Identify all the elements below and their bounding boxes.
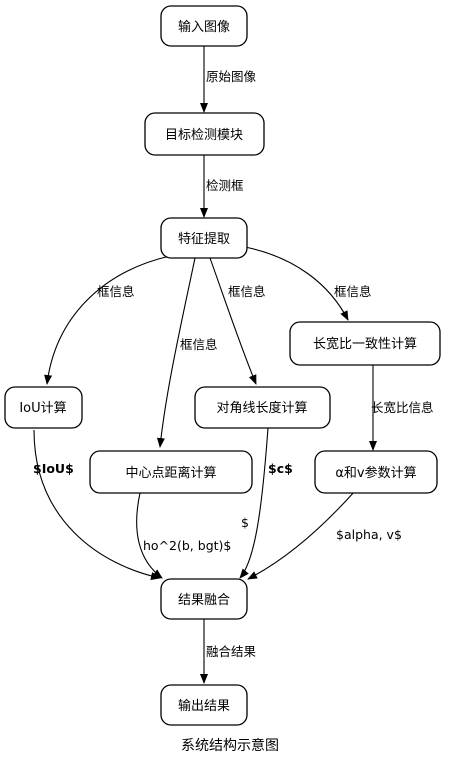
edge-label-diagonal-to-fusion: $c$ — [268, 461, 293, 476]
node-input-image-label: 输入图像 — [178, 19, 230, 35]
node-iou-label: IoU计算 — [19, 401, 66, 416]
node-output-label: 输出结果 — [178, 698, 230, 714]
edge-feature-to-iou — [44, 255, 171, 385]
edge-feature-to-aspect — [239, 245, 349, 321]
edge-label-iou-to-fusion: $IoU$ — [33, 461, 74, 476]
node-fusion-label: 结果融合 — [178, 593, 230, 608]
node-fusion: 结果融合 — [160, 578, 248, 620]
node-diagonal: 对角线长度计算 — [194, 386, 331, 429]
edge-label-detection-to-feature: 检测框 — [206, 178, 244, 193]
edge-label-feature-to-aspect: 框信息 — [334, 284, 372, 299]
node-alpha-v-label: α和v参数计算 — [335, 465, 416, 481]
node-aspect-ratio-label: 长宽比一致性计算 — [313, 336, 417, 352]
edge-label-center-to-fusion-2: ho^2(b, bgt)$ — [143, 538, 231, 553]
edge-center-to-fusion — [136, 492, 163, 579]
edge-feature-to-center — [156, 257, 196, 448]
node-output: 输出结果 — [160, 684, 248, 726]
node-feature-label: 特征提取 — [178, 231, 230, 247]
node-center-label: 中心点距离计算 — [125, 465, 216, 481]
node-detection-label: 目标检测模块 — [165, 128, 243, 143]
edge-label-feature-to-center: 框信息 — [180, 337, 218, 352]
node-detection: 目标检测模块 — [144, 112, 265, 156]
edge-label-alpha-to-fusion: $alpha, v$ — [336, 527, 402, 542]
edge-label-aspect-to-alpha: 长宽比信息 — [371, 400, 434, 415]
edge-iou-to-fusion — [33, 429, 161, 580]
node-iou: IoU计算 — [4, 386, 83, 429]
edge-label-center-to-fusion-1: $ — [241, 515, 249, 530]
node-center: 中心点距离计算 — [89, 450, 253, 494]
diagram-caption: 系统结构示意图 — [181, 737, 279, 754]
edge-diagonal-to-fusion — [239, 427, 269, 579]
node-alpha-v: α和v参数计算 — [314, 450, 438, 494]
edge-label-input-to-detection: 原始图像 — [206, 69, 257, 84]
edge-label-feature-to-diagonal: 框信息 — [228, 284, 266, 299]
edge-alpha-to-fusion — [247, 490, 356, 580]
edge-label-feature-to-iou: 框信息 — [97, 284, 135, 299]
node-diagonal-label: 对角线长度计算 — [216, 400, 307, 416]
node-feature: 特征提取 — [160, 217, 248, 259]
node-aspect-ratio: 长宽比一致性计算 — [289, 321, 441, 366]
edge-feature-to-diagonal — [209, 257, 257, 385]
edge-label-fusion-to-output: 融合结果 — [206, 644, 257, 659]
node-input-image: 输入图像 — [160, 5, 248, 47]
